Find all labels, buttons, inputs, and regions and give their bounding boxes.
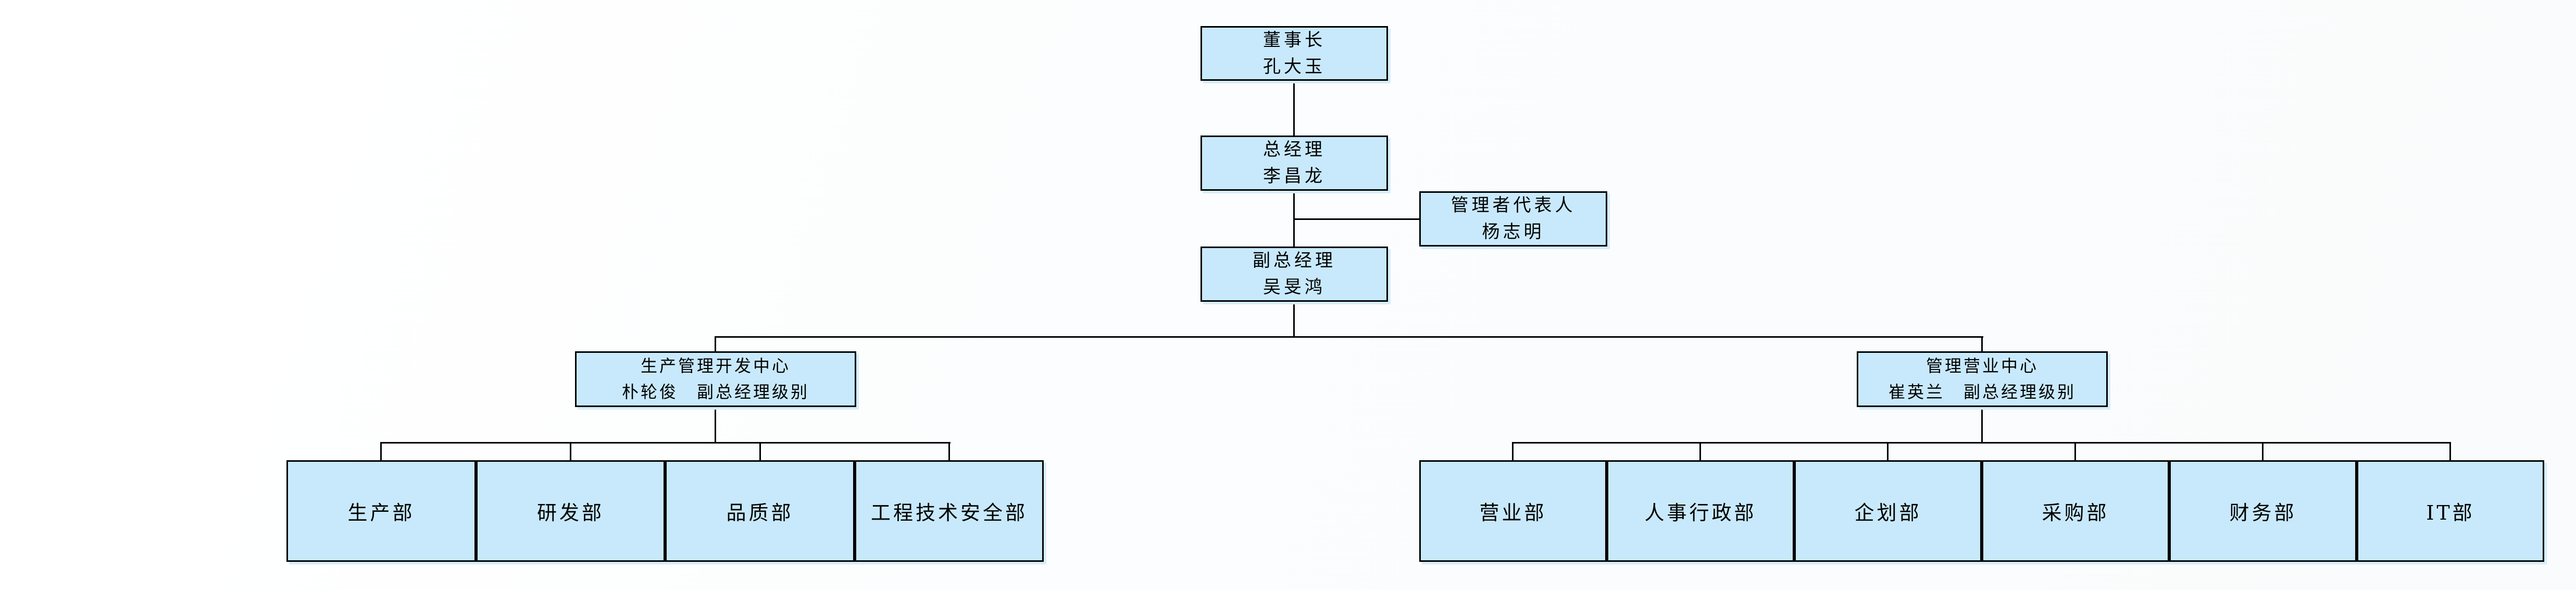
connector-stub-hr-admin-dept — [1699, 442, 1701, 461]
connector-stub-engineering-safety-dept — [948, 442, 950, 461]
connector-stub-purchasing-dept — [2074, 442, 2076, 461]
management-representative-name: 杨志明 — [1482, 222, 1545, 242]
connector-deputy-gm-to-trunk — [1293, 302, 1295, 338]
connector-production-center-to-subtrunk — [715, 407, 716, 444]
chairman-name: 孔大玉 — [1263, 56, 1325, 77]
dept-it-node: IT部 — [2357, 460, 2544, 562]
dept-purchasing-node: 采购部 — [1982, 460, 2169, 562]
connector-stub-planning-dept — [1887, 442, 1889, 461]
dept-purchasing-label: 采购部 — [2042, 501, 2109, 524]
dept-planning-label: 企划部 — [1854, 501, 1922, 524]
deputy-general-manager-node: 副总经理 吴旻鸿 — [1201, 247, 1388, 302]
dept-it-label: IT部 — [2426, 501, 2475, 524]
dept-quality-label: 品质部 — [726, 501, 794, 524]
connector-sales-center-to-subtrunk — [1981, 407, 1983, 444]
connector-stub-it-dept — [2449, 442, 2451, 461]
management-representative-title: 管理者代表人 — [1450, 195, 1576, 216]
management-sales-center-title: 管理营业中心 — [1925, 355, 2039, 376]
production-management-dev-center-title: 生产管理开发中心 — [640, 355, 791, 376]
connector-right-subtrunk — [1512, 442, 2451, 444]
dept-sales-label: 营业部 — [1479, 501, 1547, 524]
connector-trunk-to-sales-center — [1981, 338, 1983, 351]
dept-hr-admin-node: 人事行政部 — [1607, 460, 1794, 562]
connector-branch-to-management-representative — [1294, 218, 1419, 220]
dept-rnd-node: 研发部 — [476, 460, 665, 562]
dept-finance-node: 财务部 — [2169, 460, 2357, 562]
general-manager-name: 李昌龙 — [1263, 166, 1325, 187]
chairman-node: 董事长 孔大玉 — [1201, 26, 1388, 81]
dept-finance-label: 财务部 — [2229, 501, 2297, 524]
deputy-general-manager-title: 副总经理 — [1253, 250, 1336, 271]
production-management-dev-center-node: 生产管理开发中心 朴轮俊 副总经理级别 — [575, 351, 856, 407]
dept-engineering-safety-node: 工程技术安全部 — [855, 460, 1044, 562]
connector-left-subtrunk — [380, 442, 951, 444]
connector-stub-finance-dept — [2262, 442, 2264, 461]
general-manager-node: 总经理 李昌龙 — [1201, 136, 1388, 191]
connector-stub-rnd-dept — [570, 442, 571, 461]
dept-production-label: 生产部 — [347, 501, 415, 524]
dept-planning-node: 企划部 — [1794, 460, 1982, 562]
dept-engineering-safety-label: 工程技术安全部 — [870, 501, 1028, 524]
dept-quality-node: 品质部 — [665, 460, 855, 562]
dept-sales-node: 营业部 — [1419, 460, 1607, 562]
connector-main-trunk — [715, 336, 1983, 338]
connector-trunk-to-production-center — [715, 338, 716, 351]
management-representative-node: 管理者代表人 杨志明 — [1419, 191, 1607, 247]
chairman-title: 董事长 — [1263, 29, 1325, 51]
connector-chairman-to-gm — [1293, 81, 1295, 136]
connector-stub-sales-dept — [1512, 442, 1514, 461]
general-manager-title: 总经理 — [1263, 139, 1325, 160]
dept-hr-admin-label: 人事行政部 — [1644, 501, 1757, 524]
connector-stub-quality-dept — [759, 442, 761, 461]
dept-rnd-label: 研发部 — [536, 501, 604, 524]
deputy-general-manager-name: 吴旻鸿 — [1263, 277, 1325, 298]
dept-production-node: 生产部 — [286, 460, 476, 562]
management-sales-center-staff: 崔英兰 副总经理级别 — [1888, 382, 2076, 402]
production-management-dev-center-staff: 朴轮俊 副总经理级别 — [621, 382, 809, 402]
management-sales-center-node: 管理营业中心 崔英兰 副总经理级别 — [1857, 351, 2108, 407]
connector-stub-production-dept — [380, 442, 382, 461]
